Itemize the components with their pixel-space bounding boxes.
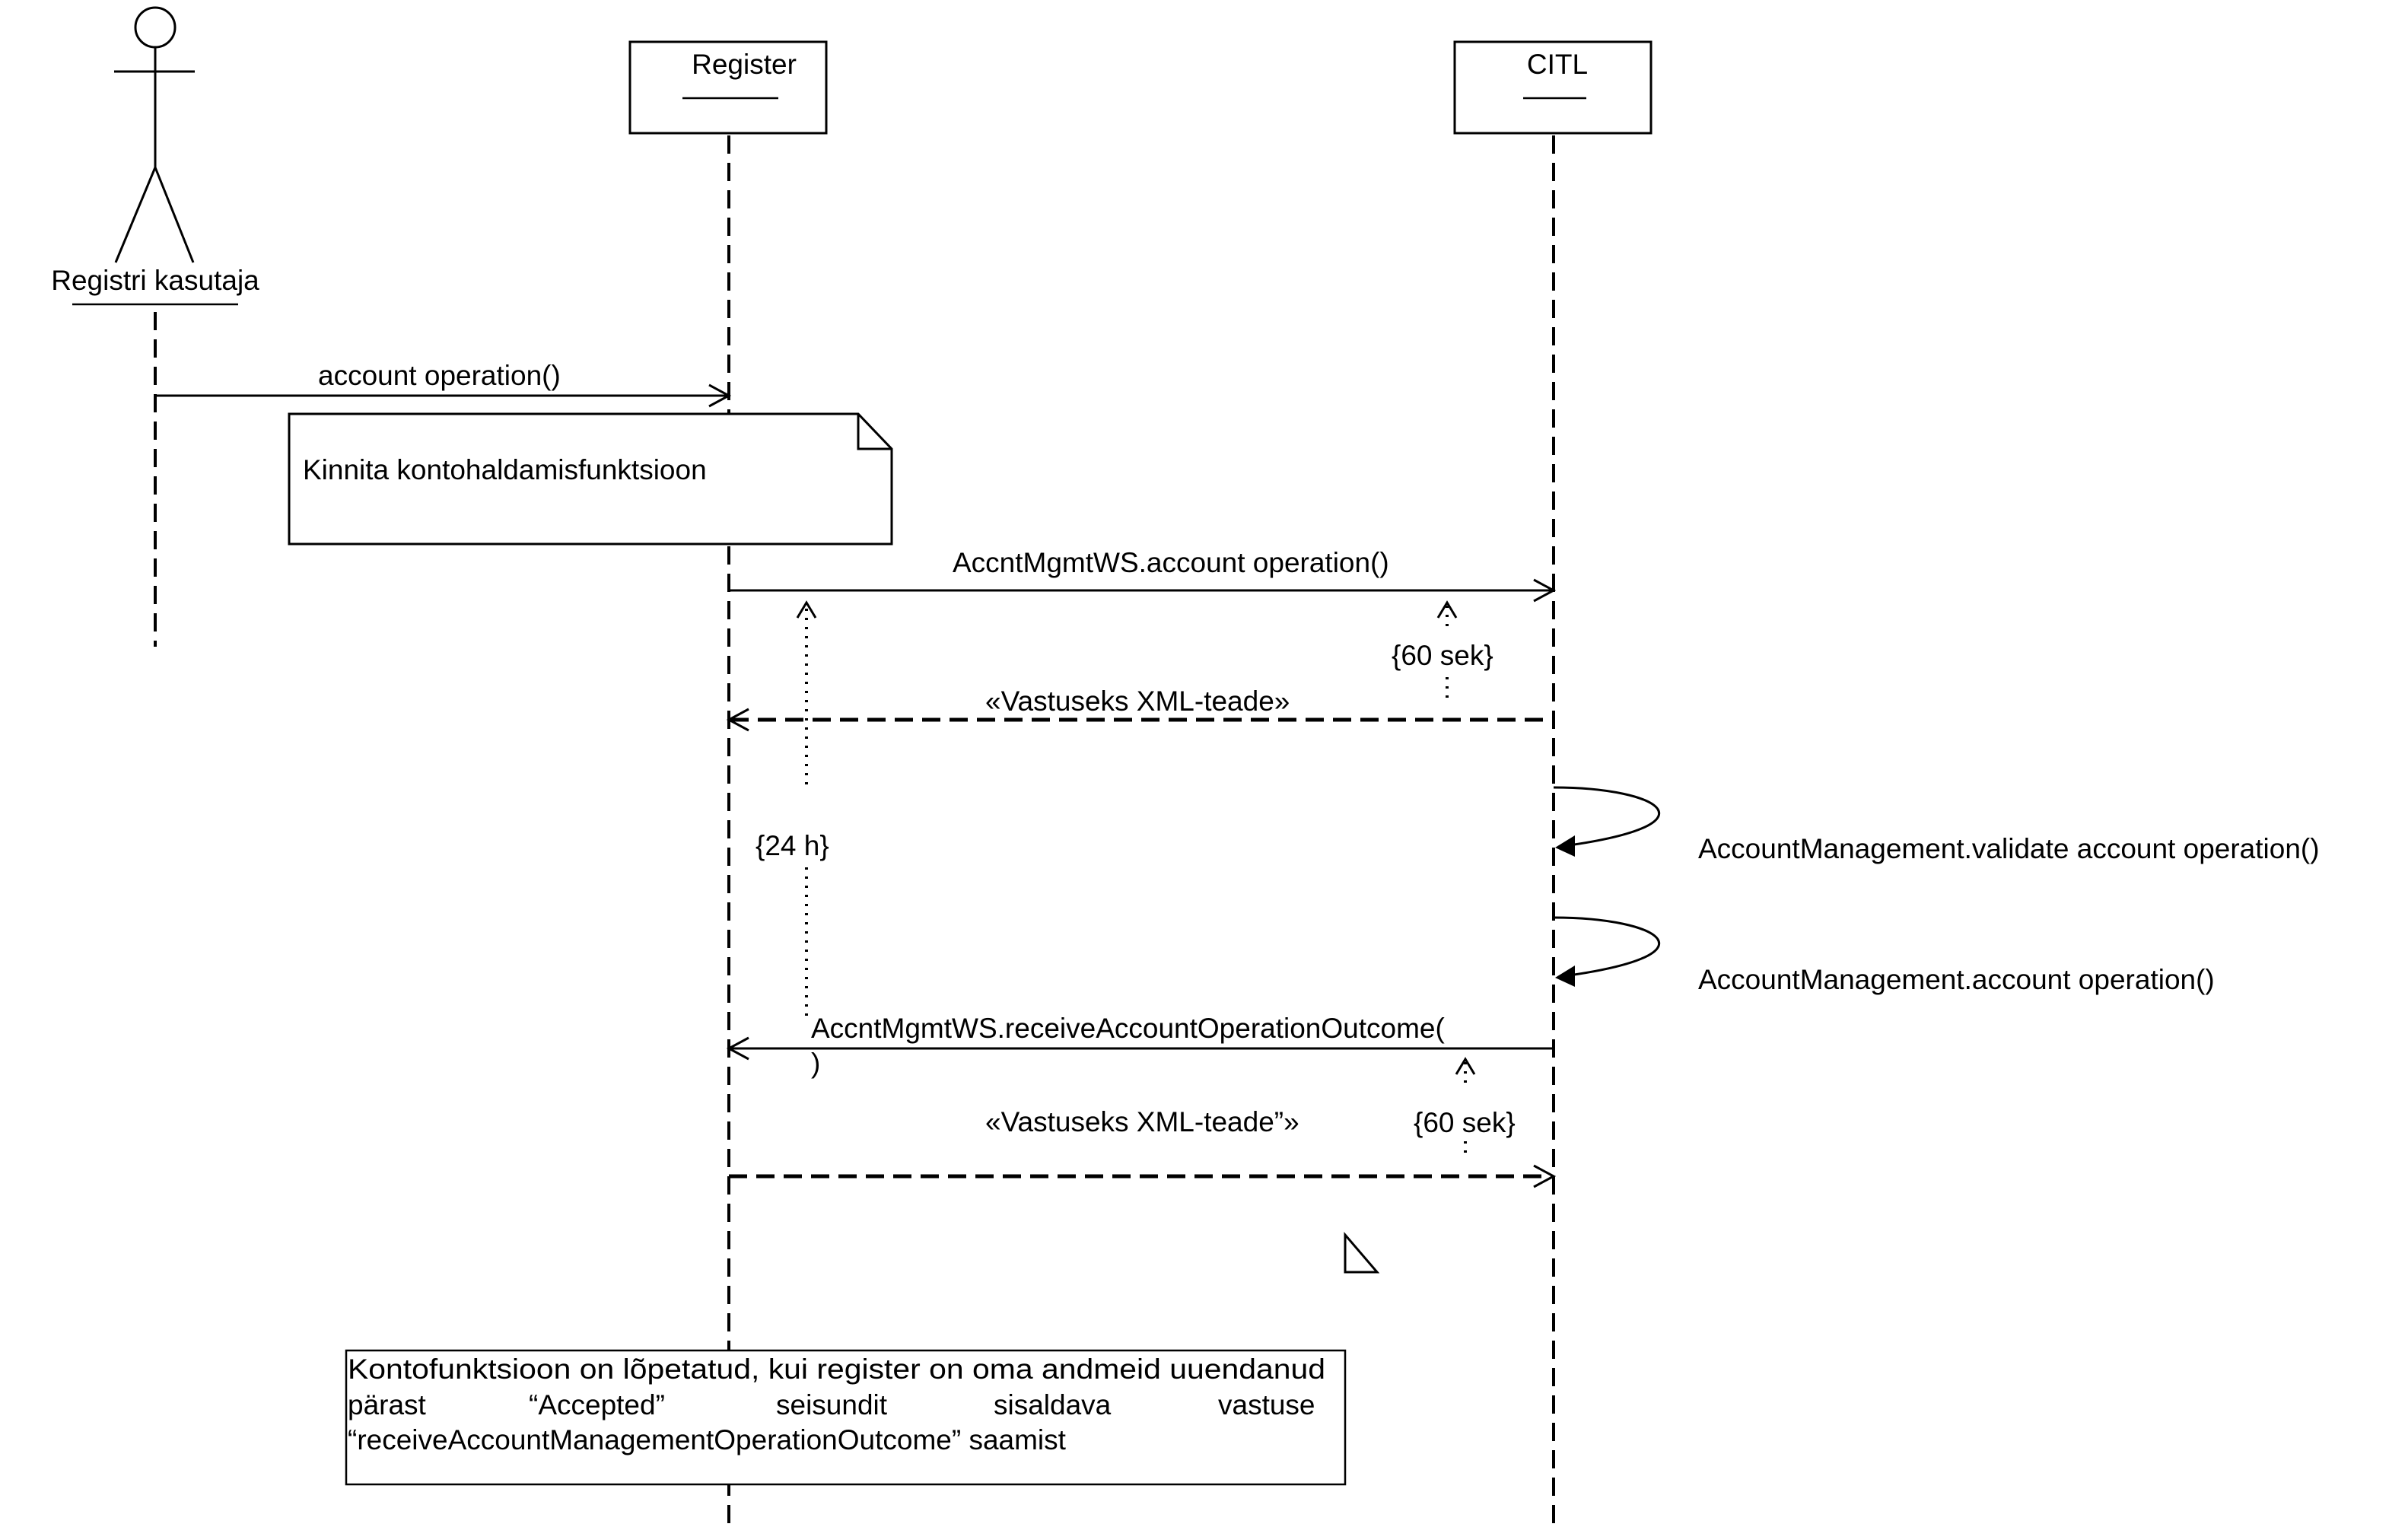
note-frame bbox=[288, 412, 893, 546]
constraint-label: {24 h} bbox=[755, 830, 829, 861]
register-box bbox=[628, 40, 828, 135]
lifeline-citl: CITL bbox=[1453, 40, 1653, 1527]
actor-right-leg bbox=[154, 167, 195, 263]
actor-name: Registri kasutaja bbox=[51, 265, 259, 296]
message-label-line1: AccntMgmtWS.receiveAccountOperationOutco… bbox=[811, 1013, 1445, 1044]
filled-arrowhead bbox=[1555, 835, 1575, 857]
open-arrowhead bbox=[726, 1036, 749, 1061]
actor-registri-kasutaja: Registri kasutaja bbox=[51, 6, 259, 647]
register-title: Register bbox=[692, 49, 797, 80]
note-line1: Kontofunktsioon on lõpetatud, kui regist… bbox=[348, 1354, 1325, 1385]
message-validate-account-operation: AccountManagement.validate account opera… bbox=[1553, 786, 2320, 864]
open-arrowhead bbox=[726, 708, 749, 732]
lifeline-register: Register bbox=[628, 40, 828, 1527]
note-corner-mark bbox=[1344, 1231, 1380, 1274]
note-frame bbox=[345, 1349, 1347, 1486]
constraint-arrowhead bbox=[1436, 600, 1458, 619]
message-account-operation: account operation() bbox=[155, 360, 732, 408]
citl-box bbox=[1453, 40, 1653, 135]
filled-arrowhead bbox=[1555, 966, 1575, 987]
actor-head bbox=[134, 6, 177, 49]
message-label: AccntMgmtWS.account operation() bbox=[953, 547, 1389, 578]
constraint-label: {60 sek} bbox=[1392, 640, 1493, 671]
constraint-60-sek-second: {60 sek} bbox=[1414, 1057, 1516, 1158]
message-label: AccountManagement.account operation() bbox=[1698, 964, 2215, 995]
note-line2-word4: sisaldava bbox=[994, 1389, 1112, 1420]
note-kinnita: Kinnita kontohaldamisfunktsioon bbox=[288, 412, 893, 546]
note-line2-word5: vastuse bbox=[1218, 1389, 1315, 1420]
open-arrowhead bbox=[1533, 1164, 1557, 1188]
message-receive-account-operation-outcome: AccntMgmtWS.receiveAccountOperationOutco… bbox=[726, 1013, 1554, 1079]
message-label: «Vastuseks XML-teade”» bbox=[985, 1106, 1299, 1137]
open-arrowhead bbox=[1533, 578, 1557, 603]
message-vastuseks-xml-teade-second: «Vastuseks XML-teade”» bbox=[729, 1106, 1557, 1188]
note-fold bbox=[857, 414, 892, 450]
open-arrowhead bbox=[708, 383, 732, 408]
note-kontofunktsioon: Kontofunktsioon on lõpetatud, kui regist… bbox=[345, 1349, 1347, 1486]
self-call-line bbox=[1553, 786, 1661, 848]
note-text: Kinnita kontohaldamisfunktsioon bbox=[303, 454, 707, 485]
constraint-arrowhead bbox=[1455, 1057, 1476, 1075]
message-label: account operation() bbox=[318, 360, 561, 391]
citl-title: CITL bbox=[1527, 49, 1588, 80]
message-label: «Vastuseks XML-teade» bbox=[985, 686, 1290, 717]
message-label: AccountManagement.validate account opera… bbox=[1698, 833, 2320, 864]
constraint-24-h: {24 h} bbox=[755, 600, 829, 1020]
note-line3: “receiveAccountManagementOperationOutcom… bbox=[348, 1424, 1067, 1455]
message-accntmgmtws-account-operation: AccntMgmtWS.account operation() bbox=[729, 547, 1557, 603]
note-line2-word1: pärast bbox=[348, 1389, 427, 1420]
constraint-label: {60 sek} bbox=[1414, 1107, 1516, 1138]
message-label-line2: ) bbox=[811, 1048, 820, 1079]
constraint-arrowhead bbox=[796, 600, 817, 619]
note-line2-word3: seisundit bbox=[776, 1389, 888, 1420]
self-call-line bbox=[1553, 916, 1661, 978]
message-vastuseks-xml-teade-first: «Vastuseks XML-teade» bbox=[726, 686, 1554, 732]
actor-left-leg bbox=[114, 167, 157, 263]
constraint-60-sek-first: {60 sek} bbox=[1392, 600, 1493, 703]
note-line2-word2: “Accepted” bbox=[529, 1389, 665, 1420]
message-accountmanagement-account-operation: AccountManagement.account operation() bbox=[1553, 916, 2215, 995]
